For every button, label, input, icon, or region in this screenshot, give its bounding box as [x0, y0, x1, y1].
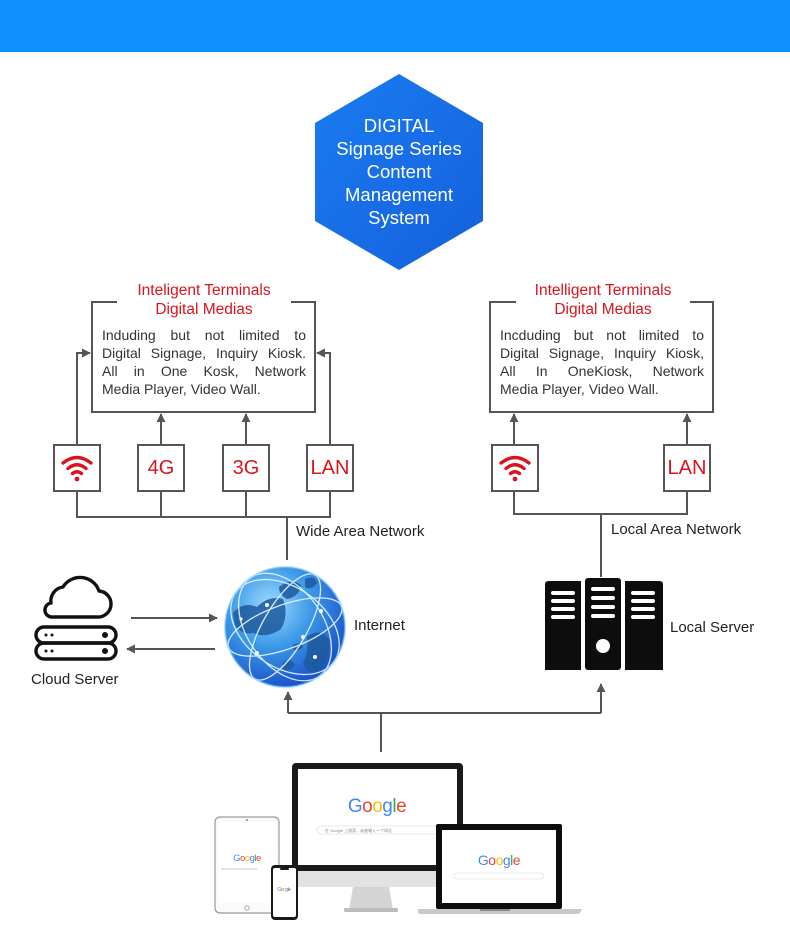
lan-label: LAN — [667, 456, 707, 479]
internet-label: Internet — [354, 617, 405, 634]
monitor-google-logo: Google — [348, 796, 406, 817]
right-panel-title-line2: Digital Medias — [554, 301, 652, 318]
right-lan-box: LAN — [663, 444, 711, 492]
left-panel-description: Induding but not limited to Digital Sign… — [102, 326, 306, 398]
right-wifi-box — [491, 444, 539, 492]
left-panel-title-line1: Inteligent Terminals — [137, 282, 271, 299]
right-panel-desc-line: Digital Signage, Inquiry Kiosk, — [500, 345, 704, 361]
right-panel-desc-line: Incduding but not limited to — [500, 327, 704, 343]
cms-title-line: DIGITAL — [363, 115, 435, 136]
right-panel-desc-line: All In OneKiosk, Network — [500, 363, 704, 379]
monitor-search-hint: 在 Google 上搜索，或者输入一个网址 — [325, 827, 392, 833]
right-panel-title: Intelligent Terminals Digital Medias — [516, 281, 690, 319]
left-panel-title: Inteligent Terminals Digital Medias — [117, 281, 291, 319]
lan-label: LAN — [310, 456, 350, 479]
tablet: Google — [214, 816, 280, 914]
left-panel-desc-line: Media Player, Video Wall. — [102, 381, 261, 397]
right-panel-description: Incduding but not limited to Digital Sig… — [500, 326, 704, 398]
smartphone: Google — [271, 865, 298, 920]
3g-box: 3G — [222, 444, 270, 492]
laptop-google-logo: Google — [478, 852, 521, 868]
left-wifi-box — [53, 444, 101, 492]
left-lan-box: LAN — [306, 444, 354, 492]
phone-google-logo: Google — [277, 887, 291, 893]
internet-globe-icon — [224, 566, 346, 688]
left-panel-title-line2: Digital Medias — [155, 301, 253, 318]
laptop: Google — [418, 824, 582, 914]
cms-title: DIGITAL Signage Series Content Managemen… — [315, 114, 483, 229]
wan-bus-line — [76, 492, 331, 560]
4g-label: 4G — [147, 456, 175, 479]
right-panel-title-line1: Intelligent Terminals — [534, 282, 672, 299]
cms-title-line: Management — [345, 184, 453, 205]
local-area-network-label: Local Area Network — [611, 521, 742, 538]
lan-bus-line — [513, 492, 688, 577]
left-panel-frame — [91, 301, 316, 413]
cloud-server-icon — [34, 575, 118, 661]
right-panel-frame — [489, 301, 714, 413]
local-server-label: Local Server — [670, 619, 755, 636]
3g-label: 3G — [232, 456, 260, 479]
client-devices: Google 在 Google 上搜索，或者输入一个网址 Google Goog… — [213, 762, 585, 922]
cloud-server-label: Cloud Server — [31, 671, 119, 688]
local-server-icon — [545, 578, 663, 670]
wide-area-network-label: Wide Area Network — [296, 523, 425, 540]
lan-to-panel-line — [316, 348, 331, 444]
desktop-monitor: Google 在 Google 上搜索，或者输入一个网址 — [292, 763, 463, 912]
4g-box: 4G — [137, 444, 185, 492]
left-panel-desc-line: Digital Signage, Inquiry Kiosk. — [102, 345, 306, 361]
devices-bus-line — [288, 712, 601, 752]
right-panel-desc-line: Media Player, Video Wall. — [500, 381, 659, 397]
tablet-google-logo: Google — [233, 853, 261, 864]
wifi-icon — [499, 455, 531, 482]
header-bar — [0, 0, 790, 52]
left-panel-desc-line: Induding but not limited to — [102, 327, 306, 343]
cms-title-line: System — [368, 207, 430, 228]
cms-title-line: Signage Series — [336, 138, 462, 159]
wifi-to-panel-line — [76, 348, 91, 444]
wifi-icon — [61, 455, 93, 482]
devices-illustration: Google 在 Google 上搜索，或者输入一个网址 Google Goog… — [214, 763, 582, 920]
hexagon-shape — [315, 74, 483, 270]
cms-title-line: Content — [366, 161, 432, 182]
left-panel-desc-line: All in One Kosk, Network — [102, 363, 306, 379]
cms-hexagon: DIGITAL Signage Series Content Managemen… — [315, 74, 483, 270]
